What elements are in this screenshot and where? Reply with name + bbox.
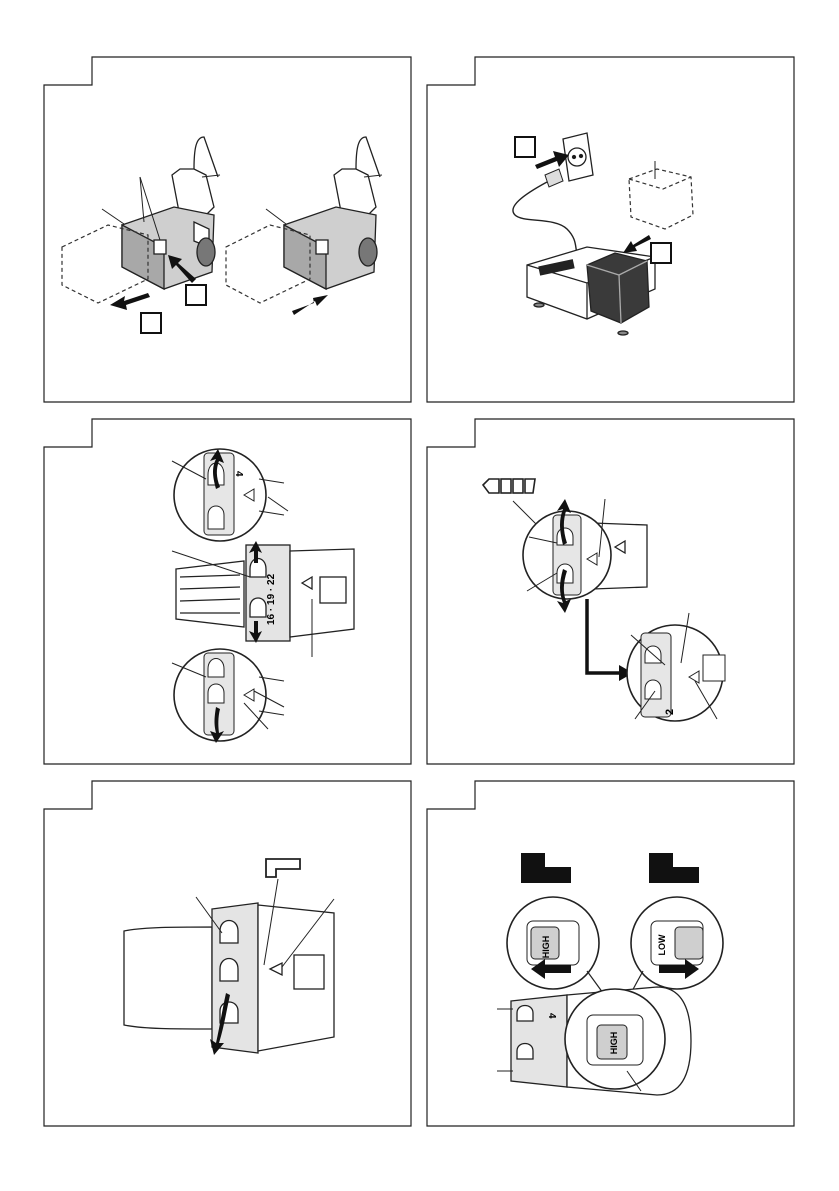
figure-1-battery-removal [44, 57, 411, 402]
figure-3-top-magnifier [174, 449, 284, 541]
figure-1-left-tool [122, 137, 218, 289]
figure-2-insert-arrow [623, 235, 651, 253]
figure-4-drill-mode-icon [483, 479, 535, 493]
figure-6-dial-digit: 4 [546, 1013, 557, 1019]
figure-2-power-cord [513, 182, 577, 253]
figure-2-step-box-b [651, 243, 671, 263]
figure-2-step-box-a [515, 137, 535, 157]
figure-6-high-label: HIGH [541, 936, 551, 959]
figure-6-high-speed-icon [521, 853, 571, 883]
figure-1-step-box-b [141, 313, 161, 333]
figure-1-frame [44, 57, 411, 402]
figure-3-clutch-dial: 4 16 · 19 · 22 [44, 419, 411, 764]
figure-4-connector-arrow [587, 599, 621, 673]
figure-3-bottom-magnifier [174, 649, 284, 741]
figure-4-frame: 2 [427, 419, 794, 764]
figure-1-right-tool [284, 137, 380, 289]
figure-6-main-high-label: HIGH [609, 1032, 619, 1055]
figure-2-frame [427, 57, 794, 402]
figure-6-speed-switch: HIGH LOW 4 HIGH [427, 781, 794, 1126]
figure-2-plug [545, 169, 563, 187]
figure-5-hammer-icon [266, 859, 300, 877]
figure-6-low-speed-icon [649, 853, 699, 883]
figure-2-battery-on-charger [587, 253, 649, 323]
figure-3-drill [176, 545, 354, 641]
figure-1-pull-arrow [110, 293, 150, 310]
figure-5-hammer-mode [44, 781, 411, 1126]
figure-2-plug-arrow [535, 151, 569, 169]
figure-2-wall-outlet [563, 133, 593, 181]
figure-3-middle-dial-digits: 16 · 19 · 22 [266, 573, 277, 625]
figure-1-insert-arrow [292, 295, 328, 315]
figure-1-step-box-a [186, 285, 206, 305]
figure-3-top-dial-digit: 4 [233, 471, 244, 477]
figure-5-frame [44, 781, 411, 1126]
figure-4-dial-digit: 2 [664, 709, 676, 715]
figure-2-charging [427, 57, 794, 402]
figure-5-drill [124, 903, 334, 1053]
figure-6-frame: HIGH LOW 4 HIGH [427, 781, 794, 1126]
figure-3-frame: 4 16 · 19 · 22 [44, 419, 411, 764]
figure-6-low-label: LOW [657, 934, 667, 955]
figure-4-mode-dial: 2 [427, 419, 794, 764]
figure-6-high-magnifier [507, 897, 599, 989]
figure-2-battery-outline [629, 169, 693, 229]
figure-6-low-magnifier [631, 897, 723, 989]
